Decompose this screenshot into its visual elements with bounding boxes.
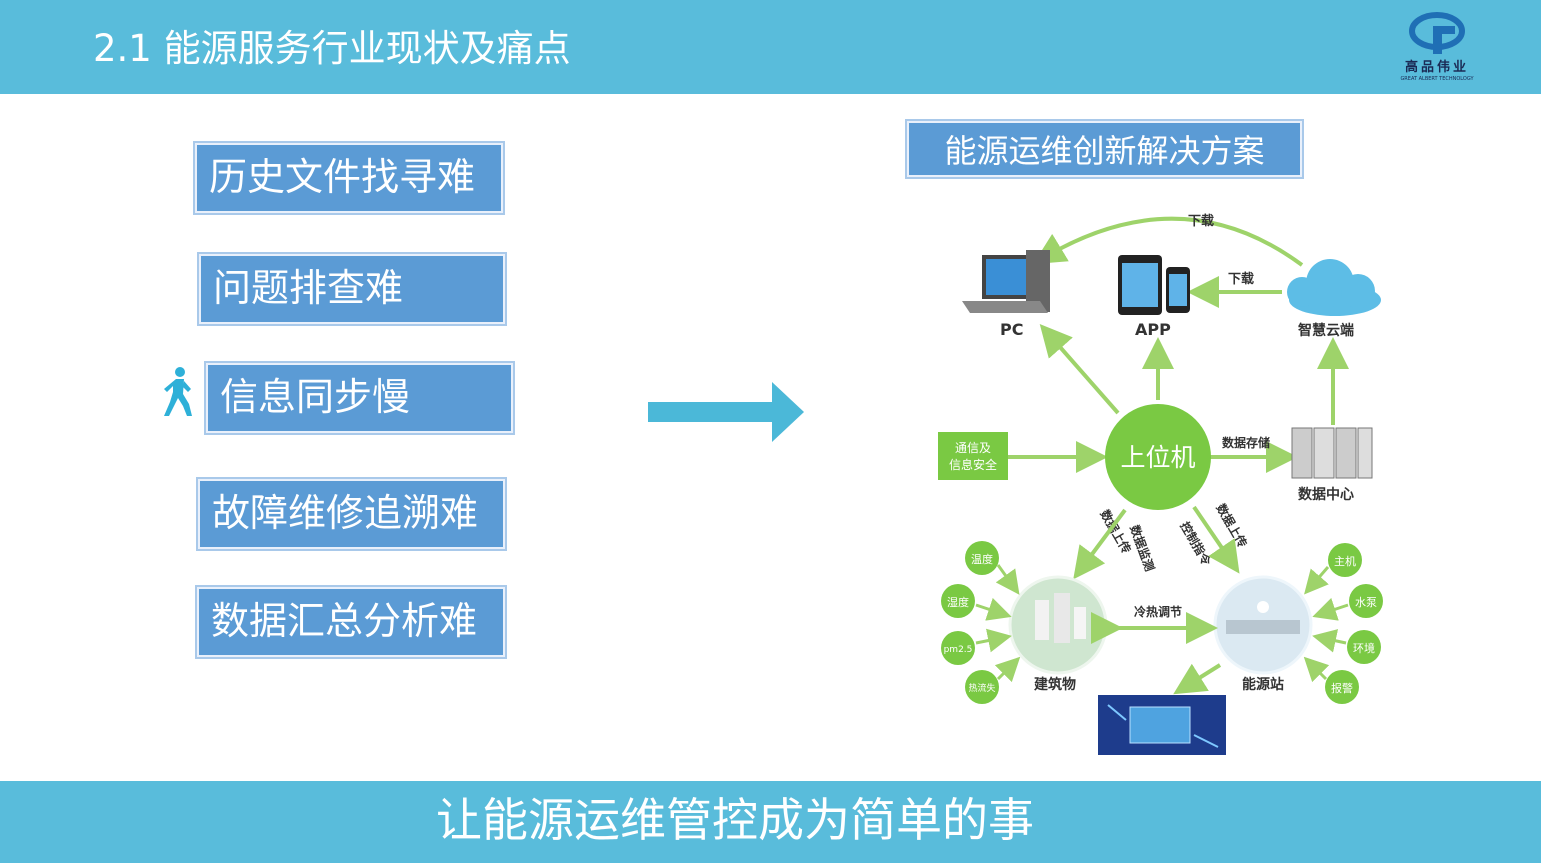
download-label-1: 下载 [1188,213,1214,229]
svg-text:主机: 主机 [1334,554,1356,568]
data-center-label: 数据中心 [1298,486,1354,503]
solution-diagram: 下载 下载 PC APP 智慧云端 [930,195,1400,765]
data-center-server-icon [1291,427,1373,479]
solution-title: 能源运维创新解决方案 [907,121,1302,177]
download-arc-arrow [1033,216,1304,267]
walking-person-icon [158,366,198,418]
pain-point-data-analysis: 数据汇总分析难 [197,587,505,657]
sensor-host-unit [1328,543,1362,577]
pain-point-troubleshooting: 问题排查难 [199,254,505,324]
svg-text:pm2.5: pm2.5 [944,645,973,655]
host-computer-node [1105,404,1211,510]
svg-text:报警: 报警 [1331,681,1353,695]
svg-text:热流失: 热流失 [968,682,995,694]
pain-point-fault-traceability: 故障维修追溯难 [198,479,505,549]
header-bar: 2.1 能源服务行业现状及痛点 高品伟业 GREAT ALBERT TECHNO… [0,0,1541,94]
download-label-2: 下载 [1228,271,1254,287]
app-label: APP [1135,320,1171,339]
comm-label-line2: 信息安全 [949,457,997,472]
sensor-humidity [941,584,975,618]
hvac-label: 冷热调节 [1134,604,1182,619]
sensor-heat-loss [965,670,999,704]
logo-subtitle: GREAT ALBERT TECHNOLOGY [1400,76,1474,82]
app-devices-icon [1118,255,1190,315]
pain-point-info-sync: 信息同步慢 [206,363,513,433]
cloud-label: 智慧云端 [1297,322,1354,339]
sensor-environment [1347,630,1381,664]
svg-text:环境: 环境 [1353,641,1375,655]
company-logo: 高品伟业 GREAT ALBERT TECHNOLOGY [1392,12,1482,88]
cloud-icon [1287,259,1381,316]
svg-text:水泵: 水泵 [1355,596,1377,609]
footer-slogan: 让能源运维管控成为简单的事 [436,793,1034,847]
sensor-temperature [965,541,999,575]
sensor-alarm [1325,670,1359,704]
pc-label: PC [1000,320,1023,339]
control-chip-icon [1098,695,1226,755]
svg-text:温度: 温度 [971,552,993,566]
building-label: 建筑物 [1034,676,1076,693]
sensor-pm25 [941,631,975,665]
data-storage-label: 数据存储 [1222,435,1270,450]
energy-station-label: 能源站 [1242,676,1284,693]
logo-emblem-icon [1409,12,1465,54]
comm-label-line1: 通信及 [955,441,991,455]
page-title: 2.1 能源服务行业现状及痛点 [93,27,571,70]
svg-text:湿度: 湿度 [947,595,969,609]
host-label: 上位机 [1120,443,1195,472]
transition-arrow-icon [648,380,808,448]
pc-icon [962,250,1050,313]
comm-security-box [938,432,1008,480]
logo-name: 高品伟业 [1404,60,1469,75]
sensor-water-pump [1349,584,1383,618]
footer-bar: 让能源运维管控成为简单的事 [0,781,1541,863]
pain-point-history-files: 历史文件找寻难 [195,143,503,213]
